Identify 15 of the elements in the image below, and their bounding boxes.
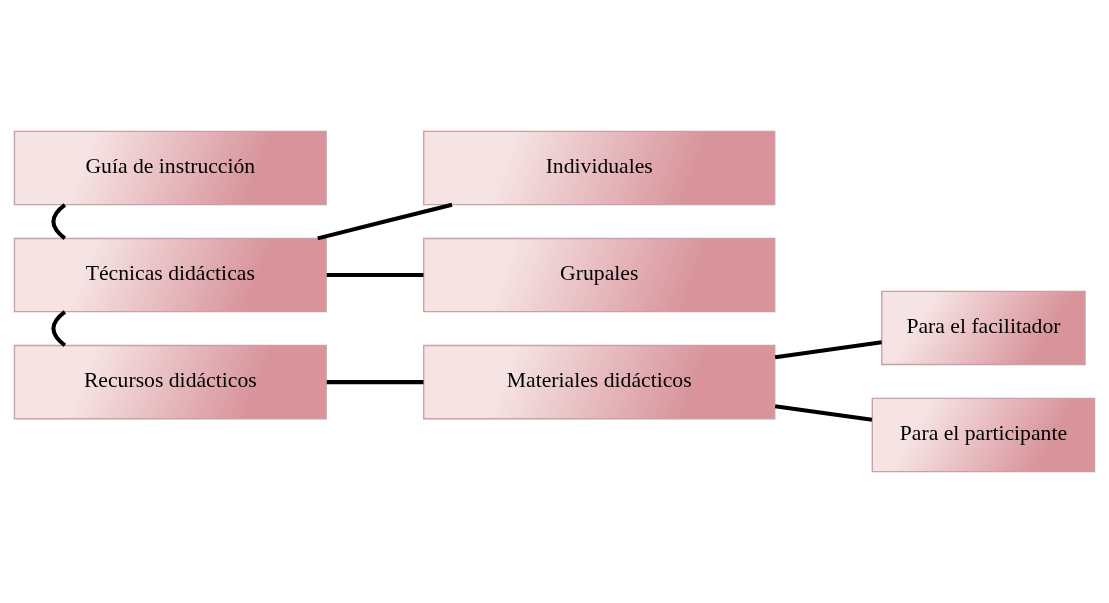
node-box: Grupales	[423, 237, 776, 313]
connector	[326, 273, 424, 278]
connector	[774, 340, 882, 360]
connector	[774, 404, 873, 422]
connector	[317, 202, 453, 241]
node-box: Recursos didácticos	[13, 344, 327, 420]
node-box: Materiales didácticos	[423, 344, 776, 420]
node-box: Técnicas didácticas	[13, 237, 327, 313]
connector	[51, 203, 67, 240]
node-box: Guía de instrucción	[13, 130, 327, 206]
connector	[326, 380, 424, 385]
node-box: Para el participante	[871, 397, 1096, 473]
connector	[51, 310, 67, 347]
node-box: Para el facilitador	[881, 290, 1086, 366]
node-box: Individuales	[423, 130, 776, 206]
